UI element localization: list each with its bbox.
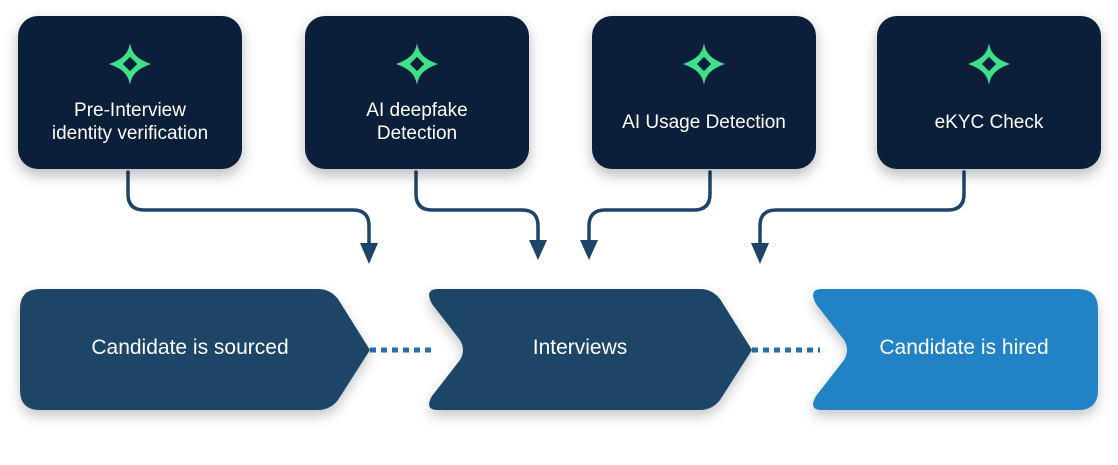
stage-label-interviews: Interviews <box>532 336 628 359</box>
check-label: AI deepfake Detection <box>366 100 468 144</box>
arrow-check-2 <box>414 170 540 246</box>
stage-interviews-shape <box>429 289 752 410</box>
check-card-deepfake: AI deepfake Detection <box>305 16 529 169</box>
stage-hired-shape <box>813 289 1098 410</box>
arrowhead-check-2 <box>529 240 547 260</box>
check-card-pre-interview: Pre-Interview identity verification <box>18 16 242 169</box>
stage-label-hired: Candidate is hired <box>879 336 1049 359</box>
check-label: Pre-Interview identity verification <box>51 100 209 144</box>
check-card-ekyc: eKYC Check <box>877 16 1101 169</box>
arrowhead-check-4 <box>751 243 769 264</box>
check-label: eKYC Check <box>934 111 1044 133</box>
stage-label-sourced: Candidate is sourced <box>91 336 289 359</box>
arrowhead-check-1 <box>360 243 378 264</box>
sparkle-icon <box>968 43 1010 85</box>
arrow-check-1 <box>126 170 371 248</box>
arrow-check-4 <box>758 170 966 248</box>
sparkle-icon <box>109 43 151 85</box>
check-label: AI Usage Detection <box>622 111 786 133</box>
sparkle-icon <box>396 43 438 85</box>
check-card-ai-usage: AI Usage Detection <box>592 16 816 169</box>
arrowhead-check-3 <box>580 240 598 260</box>
sparkle-icon <box>683 43 725 85</box>
arrow-check-3 <box>587 170 712 246</box>
stage-sourced-shape <box>20 289 370 410</box>
